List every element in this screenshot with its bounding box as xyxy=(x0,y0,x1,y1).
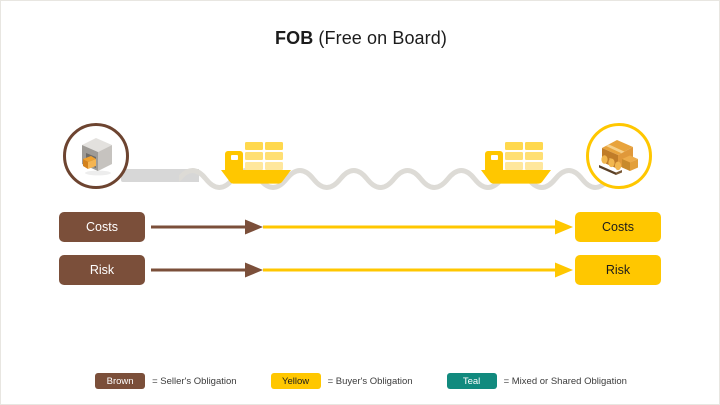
costs-arrow-track xyxy=(151,219,573,235)
container-ship-icon xyxy=(221,142,291,184)
risk-arrow-track xyxy=(151,262,573,278)
legend-desc-brown: = Seller's Obligation xyxy=(152,375,237,387)
legend-item-teal: Teal = Mixed or Shared Obligation xyxy=(446,373,627,389)
costs-buyer-pill-label: Costs xyxy=(602,220,634,234)
destination-node xyxy=(586,123,652,189)
legend-desc-yellow: = Buyer's Obligation xyxy=(327,375,413,387)
page-title-expansion: (Free on Board) xyxy=(313,28,447,48)
container-ship-icon xyxy=(481,142,551,184)
flow-row-costs: Costs Costs xyxy=(1,212,720,242)
page-title: FOB (Free on Board) xyxy=(1,28,720,49)
costs-seller-pill[interactable]: Costs xyxy=(59,212,145,242)
warehouse-icon xyxy=(82,138,112,176)
risk-seller-pill-label: Risk xyxy=(89,263,115,277)
legend-desc-teal: = Mixed or Shared Obligation xyxy=(503,375,627,387)
pallet-boxes-icon xyxy=(599,140,638,175)
legend-swatch-teal: Teal xyxy=(446,373,497,389)
transport-scene xyxy=(1,113,720,201)
risk-seller-pill[interactable]: Risk xyxy=(59,255,145,285)
origin-node xyxy=(63,123,129,189)
legend-item-yellow: Yellow = Buyer's Obligation xyxy=(270,373,413,389)
legend-item-brown: Brown = Seller's Obligation xyxy=(95,373,237,389)
costs-buyer-pill[interactable]: Costs xyxy=(575,212,661,242)
flow-row-risk: Risk Risk xyxy=(1,255,720,285)
costs-seller-pill-label: Costs xyxy=(86,220,118,234)
page-title-term: FOB xyxy=(275,28,314,48)
risk-buyer-pill[interactable]: Risk xyxy=(575,255,661,285)
legend-swatch-brown: Brown xyxy=(95,373,146,389)
risk-buyer-pill-label: Risk xyxy=(605,263,631,277)
legend: Brown = Seller's Obligation Yellow = Buy… xyxy=(1,373,720,389)
legend-swatch-yellow: Yellow xyxy=(270,373,321,389)
